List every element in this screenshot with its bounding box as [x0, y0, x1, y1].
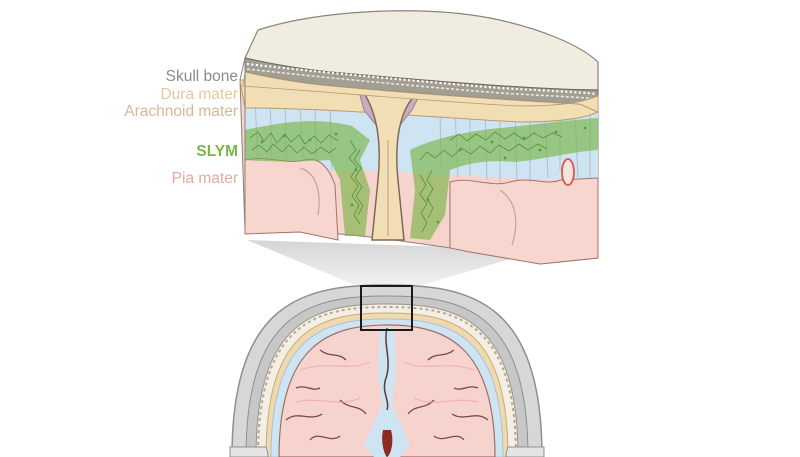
slym-label: SLYM: [196, 143, 238, 160]
zoom-funnel: [247, 240, 540, 288]
arachnoid-mater-label: Arachnoid mater: [124, 103, 238, 120]
dura-mater-label: Dura mater: [160, 86, 238, 103]
head-cross-section: [229, 284, 545, 457]
pia-mater-label: Pia mater: [171, 170, 238, 187]
zoom-box: [360, 285, 413, 331]
meninges-detail-block: [239, 10, 599, 265]
skull-bone-label: Skull bone: [165, 68, 238, 85]
